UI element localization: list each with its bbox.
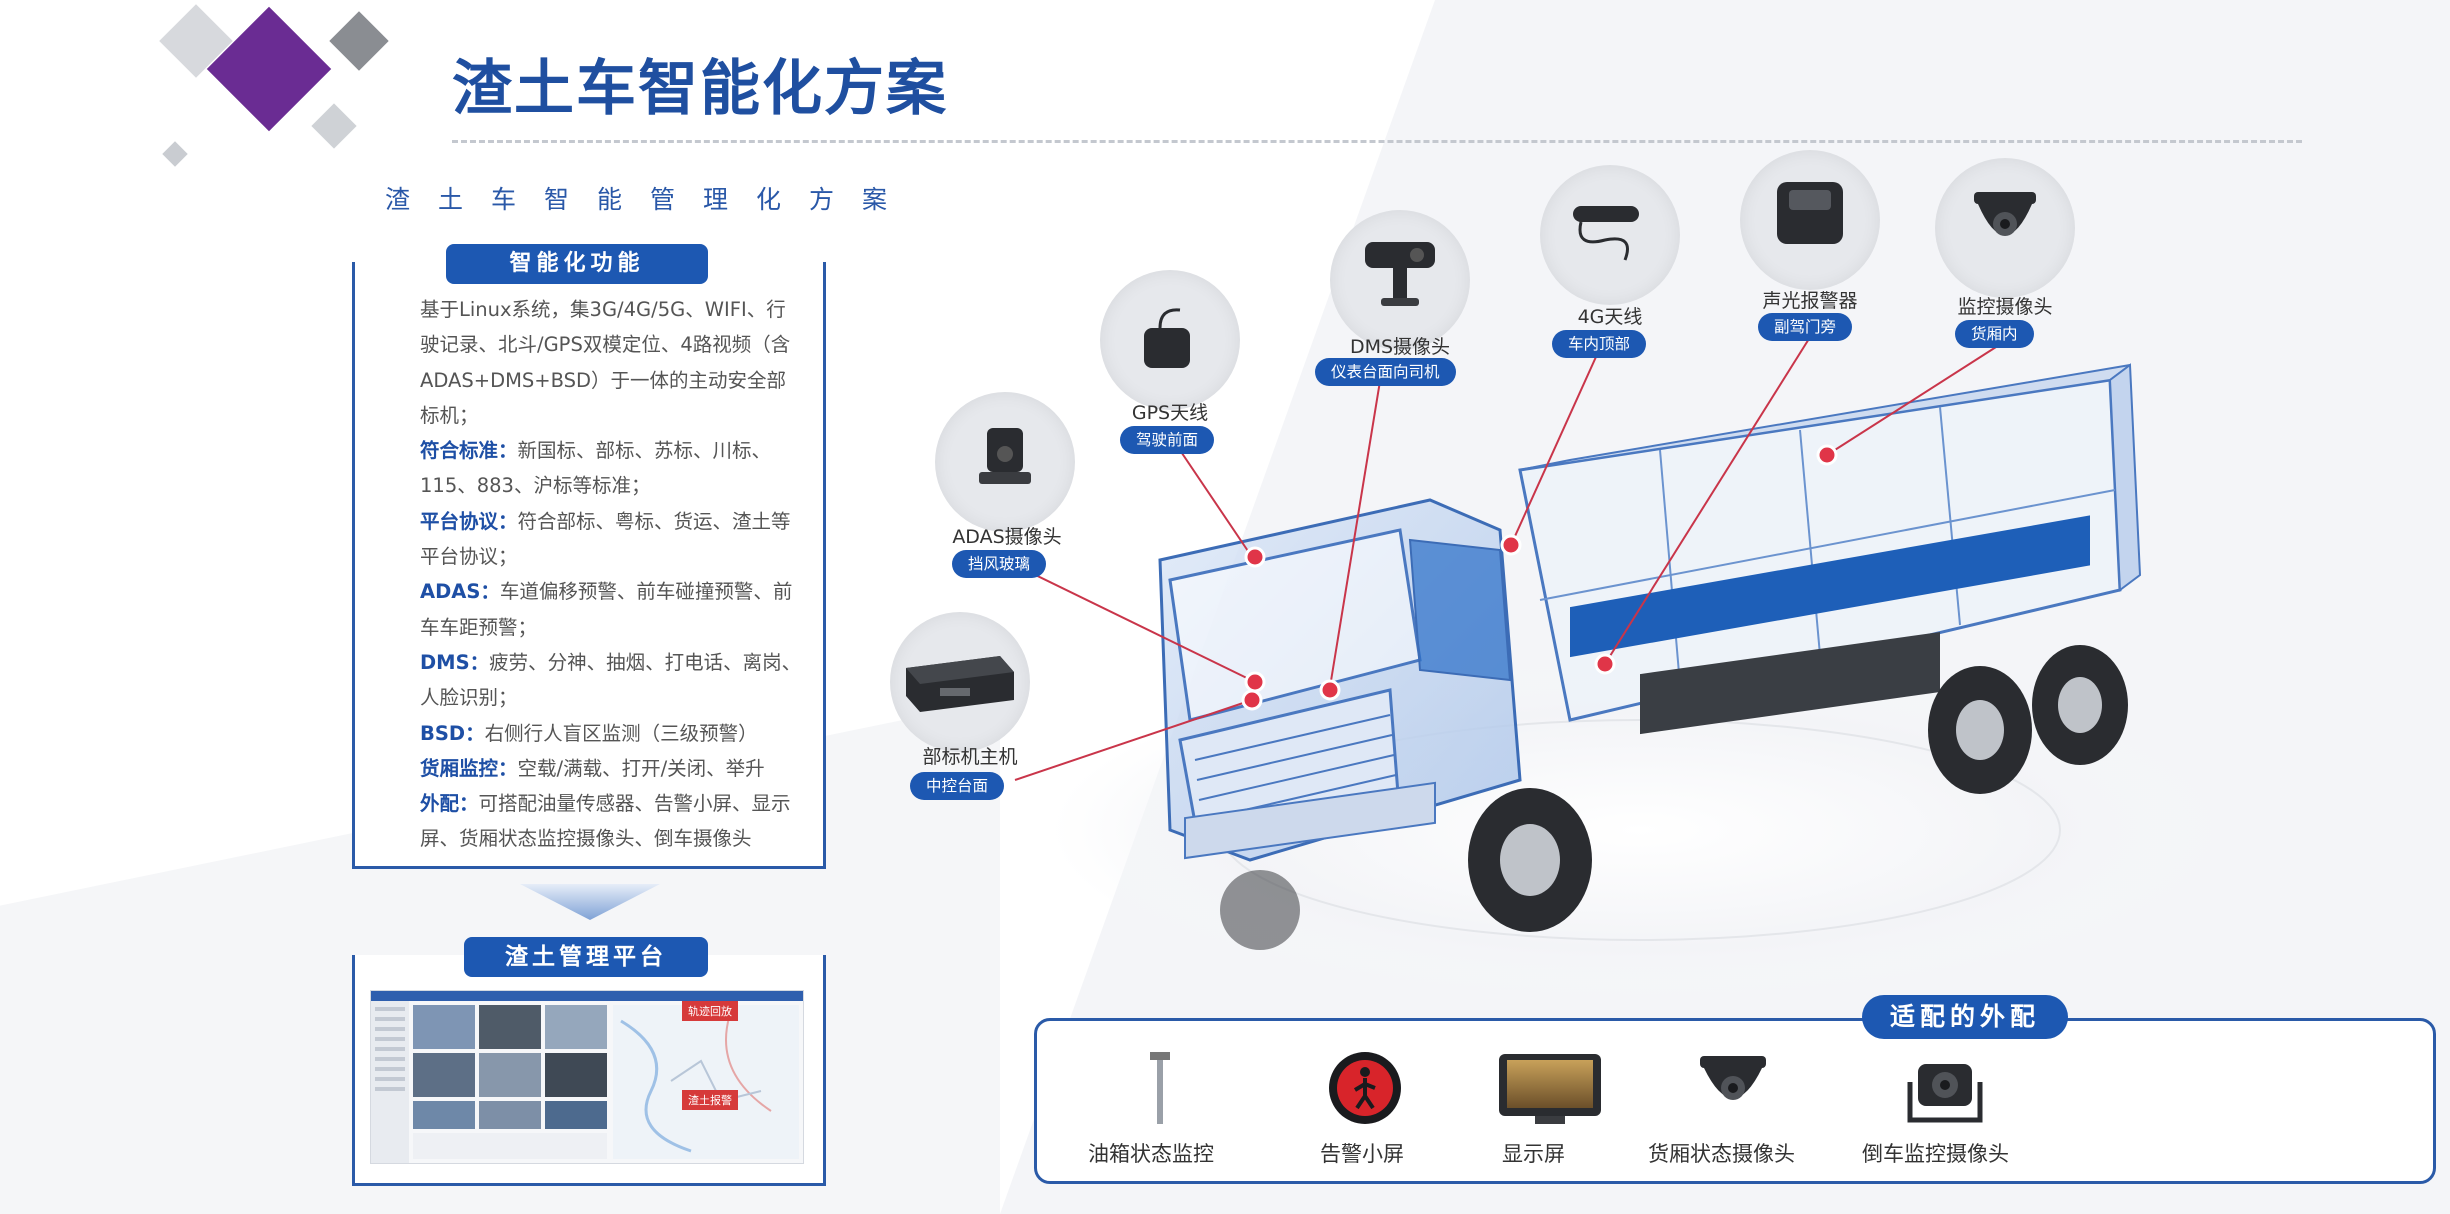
alarm-location: 副驾门旁 (1758, 313, 1853, 341)
accessory-label: 告警小屏 (1320, 1142, 1404, 1166)
dome-camera-label: 监控摄像头 (1957, 296, 2053, 318)
marker-4g (1500, 534, 1522, 556)
platform-screenshot-graphic (371, 991, 803, 1163)
monitor-icon (1499, 1054, 1601, 1124)
host-unit-icon (906, 656, 1014, 712)
dms-camera-location: 仪表台面向司机 (1315, 358, 1456, 386)
platform-heading: 渣土管理平台 (464, 937, 708, 977)
marker-alarm (1594, 653, 1616, 675)
feature-item: DMS：疲劳、分神、抽烟、打电话、离岗、人脸识别； (420, 650, 802, 710)
marker-dms (1319, 679, 1341, 701)
feature-item: 符合标准：新国标、部标、苏标、川标、115、883、沪标等标准； (420, 439, 772, 498)
accessory-label: 倒车监控摄像头 (1862, 1142, 2009, 1166)
4g-antenna-icon (1573, 206, 1639, 261)
marker-host (1241, 689, 1263, 711)
gps-antenna-location: 驾驶前面 (1120, 426, 1215, 454)
page-subtitle: 渣土车智能管理化方案 (385, 185, 916, 214)
accessory-label: 显示屏 (1502, 1142, 1565, 1166)
platform-tag-alarm: 渣土报警 (682, 1090, 738, 1110)
gps-antenna-icon (1144, 308, 1190, 368)
accessories-heading: 适配的外配 (1862, 995, 2068, 1039)
dms-camera-icon (1365, 242, 1435, 306)
accessory-label: 油箱状态监控 (1088, 1142, 1214, 1166)
4g-antenna-label: 4G天线 (1577, 306, 1643, 328)
host-unit-location: 中控台面 (910, 772, 1005, 800)
4g-antenna-location: 车内顶部 (1552, 330, 1647, 358)
marker-adas (1244, 671, 1266, 693)
feature-item: 货厢监控：空载/满载、打开/关闭、举升 (420, 756, 765, 780)
truck-wheels (1220, 645, 2128, 950)
fuel-sensor-icon (1150, 1052, 1170, 1124)
down-arrow-icon (520, 884, 660, 920)
features-heading: 智能化功能 (446, 244, 708, 284)
title-divider (452, 140, 2302, 143)
dome-camera-icon (1974, 192, 2036, 236)
adas-camera-location: 挡风玻璃 (952, 550, 1047, 578)
dome-camera-location: 货厢内 (1955, 320, 2034, 348)
host-unit-label: 部标机主机 (922, 746, 1018, 768)
adas-camera-icon (979, 428, 1031, 484)
feature-item: 外配：可搭配油量传感器、告警小屏、显示屏、货厢状态监控摄像头、倒车摄像头 (420, 792, 791, 851)
features-text: 基于Linux系统，集3G/4G/5G、WIFI、行驶记录、北斗/GPS双模定位… (378, 292, 803, 857)
features-intro: 基于Linux系统，集3G/4G/5G、WIFI、行驶记录、北斗/GPS双模定位… (420, 298, 791, 427)
reverse-camera-icon (1907, 1064, 1983, 1123)
marker-gps (1244, 546, 1266, 568)
cargo-camera-icon (1700, 1056, 1766, 1100)
alarm-label: 声光报警器 (1762, 290, 1858, 312)
4g-antenna-circle (1540, 165, 1680, 305)
feature-item: BSD：右侧行人盲区监测（三级预警） (420, 721, 758, 745)
features-panel (352, 262, 826, 869)
page-title: 渣土车智能化方案 (452, 54, 948, 124)
feature-item: 平台协议：符合部标、粤标、货运、渣土等平台协议； (420, 509, 791, 569)
platform-tag-track: 轨迹回放 (682, 1001, 738, 1021)
alarm-icon (1777, 182, 1843, 244)
adas-camera-label: ADAS摄像头 (952, 526, 1062, 548)
truck-illustration (1158, 363, 2142, 950)
feature-item: ADAS：车道偏移预警、前车碰撞预警、前车车距预警； (420, 580, 793, 639)
accessory-label: 货厢状态摄像头 (1648, 1142, 1795, 1166)
accessories-panel (1034, 1018, 2436, 1184)
marker-camera (1816, 444, 1838, 466)
dms-camera-label: DMS摄像头 (1349, 336, 1451, 358)
gps-antenna-label: GPS天线 (1131, 402, 1209, 424)
alarm-screen-icon (1329, 1052, 1401, 1124)
